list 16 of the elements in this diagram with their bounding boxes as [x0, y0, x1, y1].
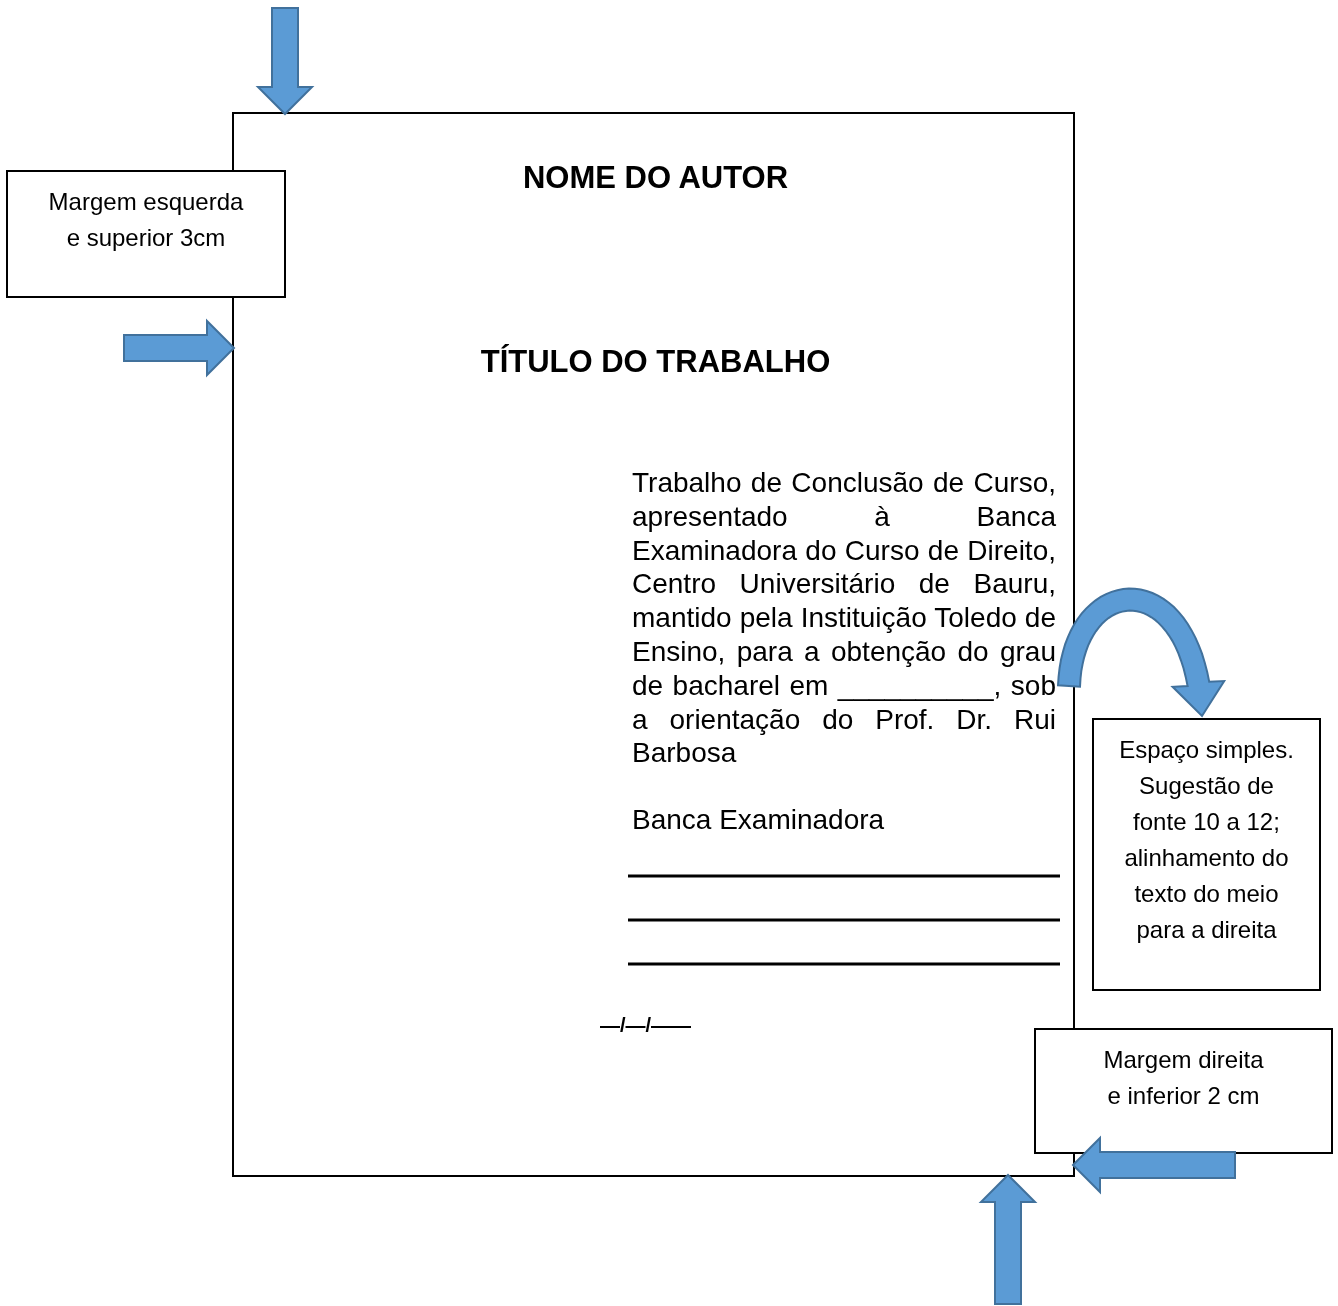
examination-board-text: Banca Examinadora	[632, 804, 886, 836]
description-paragraph: Trabalho de Conclusão de Curso, apresentado à Banca Examinadora do Curso de Direito, Centro Universitário de Bauru, mantido pela Instituição Toledo de Ensino, para a obtenção do grau de bacharel em __________, sob a orientação do Prof. Dr. Rui Barbosa	[632, 466, 1056, 771]
block-arrow	[1071, 1135, 1236, 1195]
callout-text: Margem direita e inferior 2 cm	[1102, 1045, 1265, 1111]
callout-text: Margem esquerda e superior 3cm	[47, 187, 245, 253]
callout-box	[6, 170, 286, 298]
curved-arrow	[1056, 587, 1227, 718]
date-fill-in-line: —/—/——	[600, 1014, 692, 1037]
block-arrow	[255, 7, 315, 116]
work-title-heading: TÍTULO DO TRABALHO	[479, 344, 832, 380]
callout-text: Espaço simples. Sugestão de fonte 10 a 12; alinhamento do texto do meio para a direita	[1118, 735, 1295, 945]
author-name-heading: NOME DO AUTOR	[521, 160, 790, 196]
block-arrow	[123, 318, 236, 378]
block-arrow	[978, 1173, 1038, 1305]
callout-box	[1034, 1028, 1333, 1154]
callout-box	[1092, 718, 1321, 991]
